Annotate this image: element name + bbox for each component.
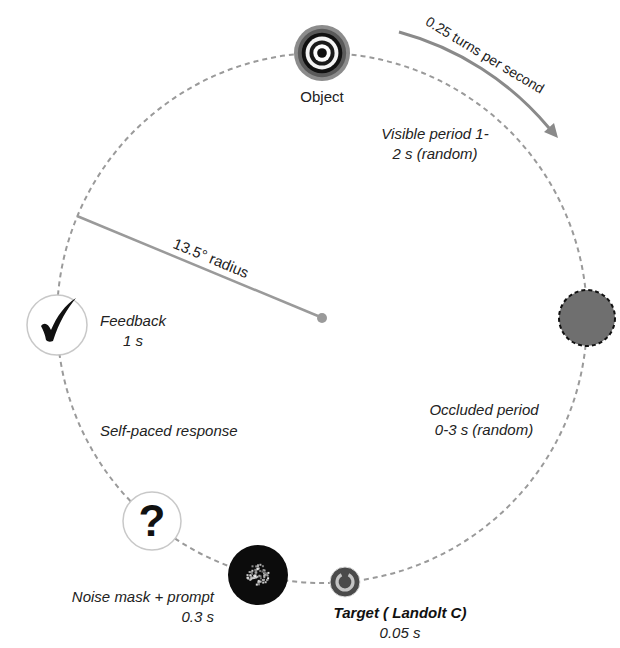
object-stimulus: Object [293,24,351,82]
object-rings [293,24,351,82]
response-note: Self-paced response [100,421,270,441]
direction-arrowhead [544,123,558,138]
prompt-node: ? [122,491,182,551]
radius-dimension: 13.5° radius [168,233,253,283]
noise-mask [228,545,288,605]
occluded-object [559,290,615,346]
prompt-symbol: ? [122,491,182,551]
landolt-target [330,567,360,597]
mask-note: Noise mask + prompt 0.3 s [60,587,214,626]
radius-line [77,216,318,316]
center-dot [317,313,327,323]
trajectory-circle [57,53,587,583]
visible-period-note: Visible period 1-2 s (random) [380,124,490,163]
target-label: Target ( Landolt C) [300,603,500,623]
object-label: Object [300,88,343,105]
speed-label: 0.25 turns per second [421,11,550,98]
feedback-check [27,295,87,355]
feedback-note: Feedback 1 s [97,311,169,350]
occluded-period-note: Occluded period 0-3 s (random) [422,400,546,439]
target-duration: 0.05 s [300,623,500,643]
